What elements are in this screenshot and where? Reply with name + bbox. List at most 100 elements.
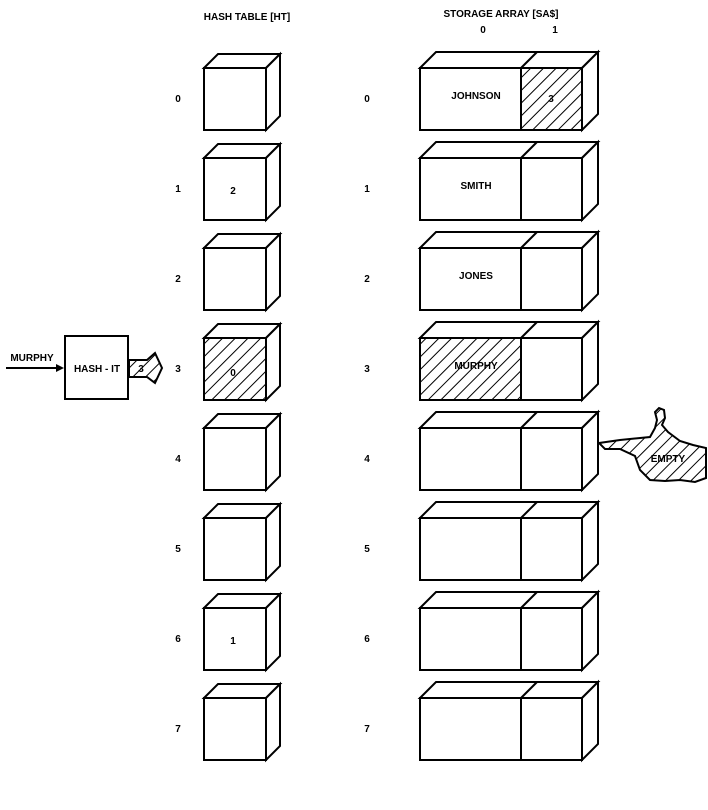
cell-side-face [265, 411, 281, 493]
hash-table-cell [203, 517, 267, 581]
storage-array-index: 0 [364, 94, 370, 105]
name-cell [419, 157, 522, 221]
hash-input-label: MURPHY [10, 353, 54, 364]
row-top-divider [520, 51, 538, 69]
hash-table-row: 4 [175, 411, 283, 493]
row-top-divider [520, 411, 538, 429]
storage-column-0-label: 0 [480, 25, 486, 36]
link-cell [520, 67, 583, 131]
row-top-face [417, 681, 601, 699]
hash-table-index: 1 [175, 184, 181, 195]
cell-side-face [265, 591, 281, 673]
storage-array-index: 4 [364, 454, 370, 465]
hash-table-cell [203, 157, 267, 221]
hash-table-cell [203, 247, 267, 311]
row-top-divider [520, 681, 538, 699]
empty-pointer: EMPTY [596, 406, 707, 484]
link-cell [520, 157, 583, 221]
link-cell [520, 607, 583, 671]
hash-table-index: 7 [175, 724, 181, 735]
pointing-hand-icon [596, 406, 707, 484]
link-cell [520, 517, 583, 581]
empty-pointer-label: EMPTY [651, 454, 686, 465]
row-top-face [417, 141, 601, 159]
hash-table-row: 2 [175, 231, 283, 313]
name-cell [419, 337, 522, 401]
hash-table-value: 1 [230, 636, 236, 647]
hash-table-index: 0 [175, 94, 181, 105]
hash-it-label: HASH - IT [74, 364, 120, 375]
storage-array-row: 3 MURPHY [364, 319, 601, 403]
hash-table-value: 2 [230, 186, 236, 197]
storage-array-index: 2 [364, 274, 370, 285]
row-top-face [417, 231, 601, 249]
hash-table-cell [203, 337, 267, 401]
name-value: MURPHY [454, 361, 498, 372]
hash-table-row: 7 [175, 681, 283, 763]
storage-array-row: 1 SMITH [364, 139, 601, 223]
storage-array-index: 5 [364, 544, 370, 555]
input-arrowhead [56, 364, 64, 372]
storage-array-row: 4 [364, 409, 601, 493]
hash-table-index: 2 [175, 274, 181, 285]
row-top-divider [520, 591, 538, 609]
name-value: SMITH [460, 181, 491, 192]
cell-side-face [265, 51, 281, 133]
storage-array-title: STORAGE ARRAY [SA$] [443, 9, 558, 20]
storage-column-1-label: 1 [552, 25, 558, 36]
hash-output-arrow [128, 351, 164, 385]
hash-table-index: 4 [175, 454, 181, 465]
storage-array-index: 1 [364, 184, 370, 195]
hash-table-cell [203, 427, 267, 491]
row-top-face [417, 51, 601, 69]
link-cell [520, 337, 583, 401]
cell-side-face [265, 141, 281, 223]
hash-table-index: 6 [175, 634, 181, 645]
hash-table-cell [203, 607, 267, 671]
storage-array-row: 7 [364, 679, 601, 763]
hash-table-title: HASH TABLE [HT] [204, 12, 290, 23]
name-cell [419, 607, 522, 671]
cell-side-face [265, 501, 281, 583]
row-top-divider [520, 141, 538, 159]
row-top-divider [520, 501, 538, 519]
hash-table-value: 0 [230, 368, 236, 379]
hash-table-row: 5 [175, 501, 283, 583]
hash-table-index: 5 [175, 544, 181, 555]
cell-side-face [265, 321, 281, 403]
name-cell [419, 697, 522, 761]
storage-array-row: 5 [364, 499, 601, 583]
cell-side-face [265, 231, 281, 313]
hash-function: MURPHY HASH - IT 3 [6, 335, 164, 400]
name-cell [419, 247, 522, 311]
name-value: JONES [459, 271, 493, 282]
storage-array-index: 3 [364, 364, 370, 375]
storage-array-row: 2 JONES [364, 229, 601, 313]
storage-array-row: 6 [364, 589, 601, 673]
hash-table-index: 3 [175, 364, 181, 375]
hash-table-cell [203, 67, 267, 131]
name-cell [419, 427, 522, 491]
name-cell [419, 67, 522, 131]
link-cell [520, 697, 583, 761]
row-top-divider [520, 231, 538, 249]
cell-side-face [265, 681, 281, 763]
storage-array-index: 7 [364, 724, 370, 735]
hash-table-row: 0 [175, 51, 283, 133]
row-top-face [417, 591, 601, 609]
hash-table-cell [203, 697, 267, 761]
link-cell [520, 427, 583, 491]
row-top-face [417, 321, 601, 339]
name-cell [419, 517, 522, 581]
row-top-face [417, 411, 601, 429]
link-cell [520, 247, 583, 311]
name-value: JOHNSON [451, 91, 500, 102]
storage-array-index: 6 [364, 634, 370, 645]
